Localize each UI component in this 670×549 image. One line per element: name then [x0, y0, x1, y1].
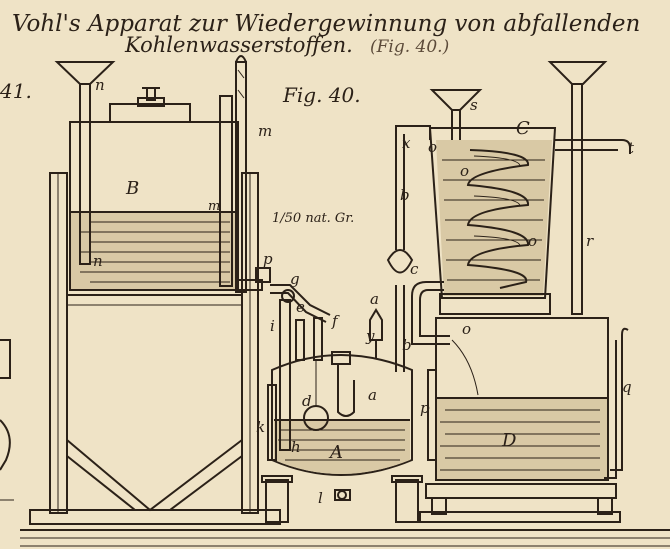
label-p-right: p [420, 399, 430, 417]
label-l: l [318, 489, 323, 507]
previous-figure-fragment: 41. [0, 79, 32, 103]
diagram-labels: n n m m B p g i e f a y b b d a A k h l … [93, 76, 635, 507]
scale-label: 1/50 nat. Gr. [272, 211, 354, 226]
label-o-top: o [428, 138, 437, 156]
label-a-tank: a [368, 386, 377, 404]
label-b-low: b [402, 336, 412, 354]
vessel-A-supports [261, 475, 423, 523]
label-q: q [622, 378, 632, 396]
pipe-t [555, 139, 631, 154]
label-d: d [302, 392, 312, 410]
label-n-top: n [95, 76, 105, 94]
label-B: B [125, 178, 139, 199]
label-m-mid: m [208, 199, 220, 214]
label-C: C [516, 118, 530, 139]
label-y: y [365, 327, 375, 345]
title-note: (Fig. 40.) [370, 37, 449, 57]
label-A: A [328, 442, 343, 463]
label-o-coil1: o [460, 162, 469, 180]
gauge-k [267, 299, 323, 461]
reservoir-B [69, 87, 239, 291]
funnel-n [54, 61, 116, 265]
label-b-mid: b [400, 186, 410, 204]
condenser-C [428, 127, 557, 315]
pipe-x [386, 125, 431, 372]
label-m-top: m [258, 122, 272, 140]
label-n-bottom: n [93, 252, 103, 270]
title-line-2: Kohlenwasserstoffen. [124, 33, 353, 57]
label-c: c [410, 260, 419, 278]
funnel-r [547, 61, 608, 315]
label-D: D [501, 430, 517, 451]
label-g: g [290, 270, 300, 288]
label-o-pipe: o [462, 320, 471, 338]
label-a-top: a [370, 290, 379, 308]
gauge-tube-m [219, 55, 247, 293]
label-r: r [586, 232, 594, 250]
floor [20, 529, 670, 547]
label-k: k [256, 418, 265, 436]
support-tower [29, 172, 281, 525]
figure-label: Fig. 40. [282, 83, 361, 107]
label-o-coil2: o [528, 232, 537, 250]
label-s: s [470, 96, 478, 114]
label-x: x [402, 134, 411, 152]
label-i: i [270, 317, 275, 335]
tank-D [419, 317, 629, 523]
label-e: e [296, 298, 305, 316]
label-h: h [291, 438, 301, 456]
outlet-pipe-o [411, 281, 479, 396]
label-f: f [331, 312, 340, 330]
previous-figure-edge [0, 339, 14, 501]
vessel-A [271, 308, 413, 501]
cooling-coil [466, 149, 529, 289]
label-t: t [628, 139, 635, 157]
title-line-1: Vohl's Apparat zur Wiedergewinnung von a… [12, 11, 640, 37]
label-p: p [263, 250, 273, 268]
